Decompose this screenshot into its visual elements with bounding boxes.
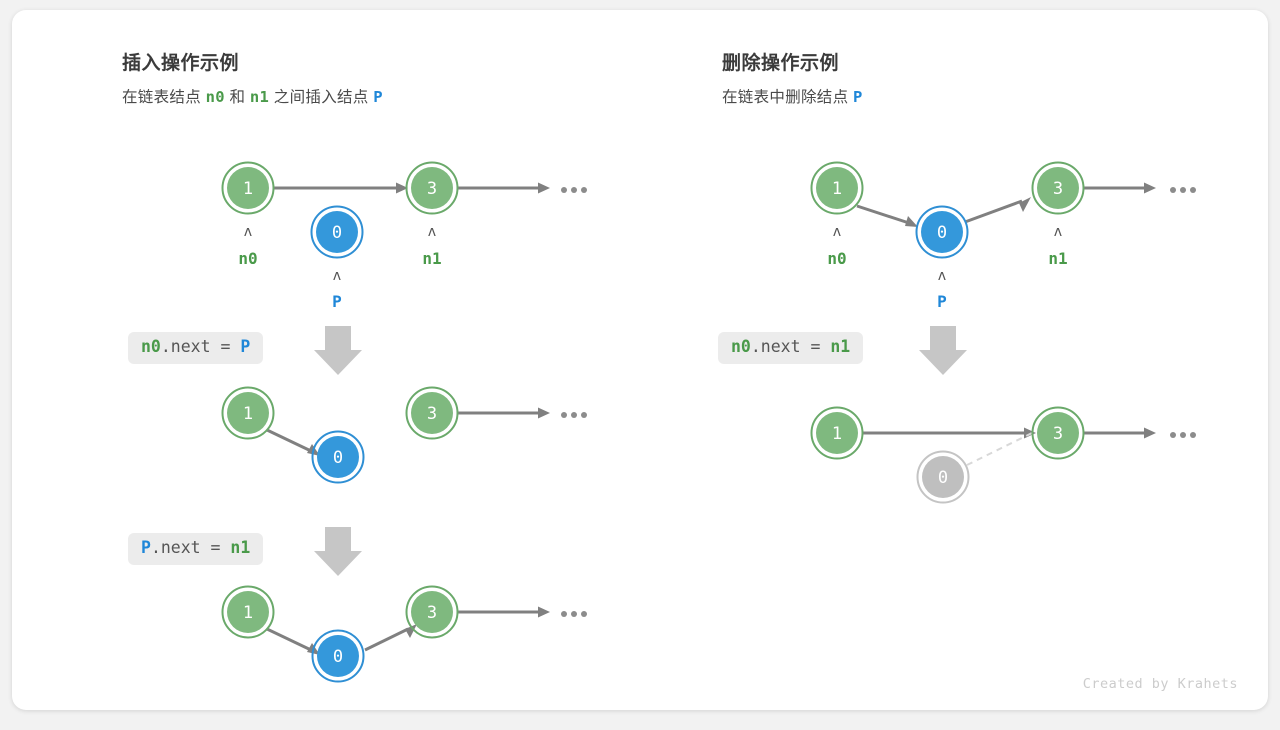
panel-delete: 删除操作示例 在链表中删除结点 P xyxy=(640,10,1268,710)
node-p-value: 0 xyxy=(332,223,342,243)
code-lhs: n0 xyxy=(731,337,751,356)
node-n1: 3 xyxy=(1031,161,1085,215)
caret-p: ʌ xyxy=(938,268,946,284)
insert-stage-2-diagram: 1 0 3 xyxy=(221,386,587,484)
caret-n1: ʌ xyxy=(428,224,436,240)
down-arrow-insert-1-icon xyxy=(314,326,362,375)
node-n0-value: 1 xyxy=(832,179,842,199)
node-n0: 1 xyxy=(810,161,864,215)
node-p-removed-value: 0 xyxy=(938,468,948,488)
node-p-value: 0 xyxy=(333,647,343,667)
node-p-value: 0 xyxy=(333,448,343,468)
label-n1: n1 xyxy=(1048,249,1067,268)
delete-stage-2-diagram: 1 0 3 xyxy=(810,406,1196,504)
down-arrow-delete-icon xyxy=(919,326,967,375)
node-n0: 1 xyxy=(221,585,275,639)
node-n1-value: 3 xyxy=(427,404,437,424)
label-p: P xyxy=(937,292,947,311)
node-p-removed: 0 xyxy=(916,450,970,504)
panel-insert: 插入操作示例 在链表结点 n0 和 n1 之间插入结点 P xyxy=(12,10,640,710)
node-n0: 1 xyxy=(810,406,864,460)
tail-ellipsis-icon xyxy=(561,412,587,418)
label-n1: n1 xyxy=(422,249,441,268)
diagram-card: 插入操作示例 在链表结点 n0 和 n1 之间插入结点 P xyxy=(12,10,1268,710)
edge-n1-to-tail-after-delete xyxy=(1084,427,1156,439)
panel-delete-subtitle: 在链表中删除结点 P xyxy=(722,85,863,107)
node-n0: 1 xyxy=(221,161,275,215)
subtitle-id-n0: n0 xyxy=(205,88,225,106)
node-n0: 1 xyxy=(221,386,275,440)
node-n1: 3 xyxy=(405,161,459,215)
code-chip-delete-step1: n0.next = n1 xyxy=(718,332,864,364)
edge-n1-to-tail-step2 xyxy=(458,606,550,618)
node-n1: 3 xyxy=(1031,406,1085,460)
credit-text: Created by Krahets xyxy=(1082,676,1238,692)
code-chip-insert-step1: n0.next = P xyxy=(128,332,264,364)
node-n1: 3 xyxy=(405,585,459,639)
node-p: 0 xyxy=(310,205,364,259)
edge-n1-to-tail xyxy=(1084,182,1156,194)
edge-n1-to-tail xyxy=(458,182,550,194)
caret-n0: ʌ xyxy=(244,224,252,240)
edge-n0-to-n1 xyxy=(274,182,408,194)
node-n1-value: 3 xyxy=(1053,424,1063,444)
subtitle-id-p: P xyxy=(853,88,863,106)
panel-delete-title: 删除操作示例 xyxy=(722,53,840,74)
subtitle-text-3: 之间插入结点 xyxy=(273,89,369,106)
edge-n0-to-p xyxy=(856,204,918,227)
panel-insert-title: 插入操作示例 xyxy=(122,53,240,74)
edge-p-to-n1 xyxy=(964,197,1031,224)
insert-stage-1-diagram: 1 ʌ n0 0 ʌ P 3 ʌ n1 xyxy=(221,161,587,311)
node-n1-value: 3 xyxy=(427,179,437,199)
code-rhs: P xyxy=(240,337,251,356)
caret-n1: ʌ xyxy=(1054,224,1062,240)
node-n1: 3 xyxy=(405,386,459,440)
code-rhs: n1 xyxy=(230,538,251,557)
insert-stage-3-diagram: 1 0 3 xyxy=(221,585,587,683)
code-mid: .next = xyxy=(160,337,241,356)
tail-ellipsis-icon xyxy=(561,611,587,617)
subtitle-text-2: 和 xyxy=(229,89,246,106)
edge-n0-to-n1-after-delete xyxy=(863,427,1036,439)
node-n0-value: 1 xyxy=(243,179,253,199)
code-mid: .next = xyxy=(150,538,231,557)
node-p: 0 xyxy=(311,430,365,484)
subtitle-id-p: P xyxy=(373,88,383,106)
code-lhs: P xyxy=(141,538,151,557)
subtitle-text-1: 在链表结点 xyxy=(122,89,202,106)
edge-removed-p-to-n1-dashed xyxy=(966,432,1033,466)
tail-ellipsis-icon xyxy=(561,187,587,193)
code-lhs: n0 xyxy=(141,337,161,356)
label-n0: n0 xyxy=(238,249,257,268)
label-p: P xyxy=(332,292,342,311)
tail-ellipsis-icon xyxy=(1170,187,1196,193)
edge-n1-to-tail-step1 xyxy=(458,407,550,419)
code-rhs: n1 xyxy=(830,337,851,356)
code-mid: .next = xyxy=(750,337,831,356)
label-n0: n0 xyxy=(827,249,846,268)
node-n0-value: 1 xyxy=(243,603,253,623)
node-p-value: 0 xyxy=(937,223,947,243)
node-n0-value: 1 xyxy=(832,424,842,444)
caret-p: ʌ xyxy=(333,268,341,284)
node-p: 0 xyxy=(915,205,969,259)
tail-ellipsis-icon xyxy=(1170,432,1196,438)
subtitle-text-1: 在链表中删除结点 xyxy=(722,89,849,106)
node-p: 0 xyxy=(311,629,365,683)
delete-stage-1-diagram: 1 ʌ n0 0 ʌ P 3 ʌ n1 xyxy=(810,161,1196,311)
panel-insert-subtitle: 在链表结点 n0 和 n1 之间插入结点 P xyxy=(122,85,383,107)
caret-n0: ʌ xyxy=(833,224,841,240)
down-arrow-insert-2-icon xyxy=(314,527,362,576)
node-n1-value: 3 xyxy=(427,603,437,623)
node-n0-value: 1 xyxy=(243,404,253,424)
subtitle-id-n1: n1 xyxy=(249,88,270,106)
edge-p-to-n1-step2 xyxy=(364,624,417,652)
node-n1-value: 3 xyxy=(1053,179,1063,199)
code-chip-insert-step2: P.next = n1 xyxy=(128,533,264,565)
